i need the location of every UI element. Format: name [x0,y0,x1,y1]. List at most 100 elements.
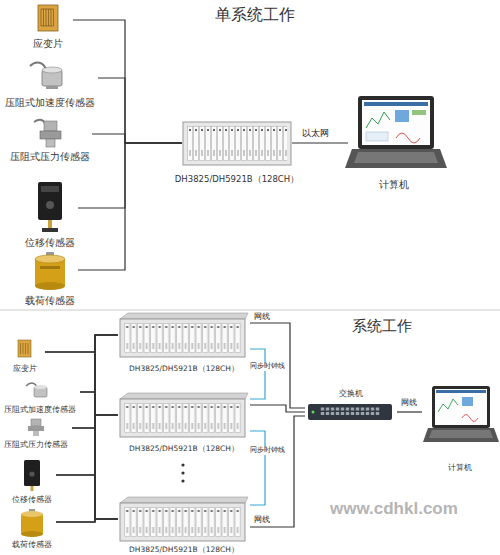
cable-wire [72,415,118,428]
node-label: DH3825/DH5921B（128CH） [129,546,239,554]
laptop-icon [345,96,447,168]
cable-wire [72,335,118,428]
node-label: 载荷传感器 [25,295,75,306]
accelerometer-icon-part [46,86,58,89]
acquisition-unit: DH3825/DH5921B（128CH） [118,313,250,373]
laptop-icon-part [412,110,426,115]
laptop-icon-part [395,110,409,122]
load-cell-icon-part [21,511,43,517]
node-label: 交换机 [339,390,363,399]
cable-wire [45,352,118,519]
pressure-sensor-icon-part [28,426,44,431]
laptop-icon-part [345,149,447,168]
cable-wire [397,411,422,412]
laptop-icon-part [438,399,458,412]
pressure-sensor-icon [28,419,44,436]
node-label: 压阻式加速度传感器 [4,406,76,415]
pressure-sensor-icon [34,120,61,147]
wire-label: 网线 [401,399,417,408]
cable-wire [80,392,118,415]
section-title: 单系统工作 [215,6,295,24]
laptop-icon-part [432,386,490,428]
sensor-box: 位移传感器 [8,458,56,505]
sync-clock-wire [250,431,265,505]
divider-line-part [0,310,500,311]
node-label: 应变片 [13,365,37,374]
cable-wire [78,143,182,270]
node-label: DH3825/DH5921B（128CH） [129,365,239,373]
computer-box: 计算机 [348,95,440,190]
load-cell-icon-part [35,259,65,286]
displacement-sensor-icon-part [24,460,40,486]
node-label: DH3825/DH5921B（128CH） [129,445,239,453]
acquisition-unit-icon-part [124,507,241,537]
load-cell-icon-part [35,282,65,290]
displacement-sensor-icon [38,182,62,232]
sensor-box: 压阻式加速度传感器 [2,60,98,108]
displacement-sensor-icon-part [31,486,34,491]
laptop-icon [423,386,499,442]
laptop-icon-part [462,397,473,406]
laptop-icon-part [462,415,478,422]
acquisition-unit-icon-part [120,313,248,319]
accelerometer-icon-part [42,67,62,73]
strain-gauge-icon [18,340,31,357]
acquisition-unit-icon-part [183,122,291,165]
cable-wire [250,416,305,527]
acquisition-unit-icon-part [120,497,248,503]
accelerometer-icon-part [30,63,46,70]
cable-wire [56,335,118,522]
acquisition-unit-icon-part [124,323,241,353]
cable-wire [45,335,118,352]
acquisition-unit-icon-part [120,319,245,357]
cable-wire [80,392,118,519]
laptop-icon-part [362,100,430,145]
sensor-box: 压阻式压力传感器 [0,418,72,450]
sync-clock-wire [250,349,265,399]
pressure-sensor-icon-part [40,131,61,139]
cable-wire [73,20,182,143]
laptop-icon-part [358,96,434,149]
sensor-box: 压阻式加速度传感器 [0,382,80,415]
acquisition-unit-icon-part [187,126,287,161]
acquisition-unit: DH3825/DH5921B（128CH） [118,393,250,453]
sensor-box: 载荷传感器 [8,508,56,550]
sensor-box: 应变片 [23,3,73,49]
displacement-sensor-icon-part [29,471,34,476]
continuation-dots-part [181,479,184,482]
wire-label: 网线 [254,516,270,525]
accelerometer-icon-part [34,387,47,397]
load-cell-icon [35,252,65,290]
acquisition-unit-icon [183,122,291,165]
divider-line [0,310,500,311]
cable-wire [72,428,118,519]
wire-label: 同步时钟线 [250,363,285,371]
cable-wire [80,335,118,392]
node-label: 位移传感器 [25,237,75,248]
displacement-sensor-icon-part [42,228,58,232]
continuation-dots [181,463,184,482]
continuation-dots-part [181,471,184,474]
cable-wire [250,323,305,408]
acquisition-unit-icon-part [120,503,245,541]
load-cell-icon-part [46,252,54,259]
node-label: DH3825/DH5921B（128CH） [175,175,299,184]
laptop-icon-part [436,390,486,393]
accelerometer-icon-part [34,385,47,389]
acquisition-unit-icon [120,313,248,357]
sensor-box: 压阻式压力传感器 [8,118,92,162]
wire-label: 以太网 [302,129,329,139]
load-cell-icon-part [21,531,43,537]
network-switch-icon [308,404,392,420]
pressure-sensor-icon-part [46,139,55,147]
node-label: 载荷传感器 [12,541,52,550]
displacement-sensor-icon-part [41,186,59,192]
acquisition-unit-icon-part [120,399,245,437]
acquisition-unit-icon [120,393,248,437]
strain-gauge-icon [38,5,58,31]
laptop-icon-part [354,152,438,163]
load-cell-icon-part [29,509,35,514]
accelerometer-icon [30,63,62,89]
acquisition-unit-icon-part [124,403,241,433]
